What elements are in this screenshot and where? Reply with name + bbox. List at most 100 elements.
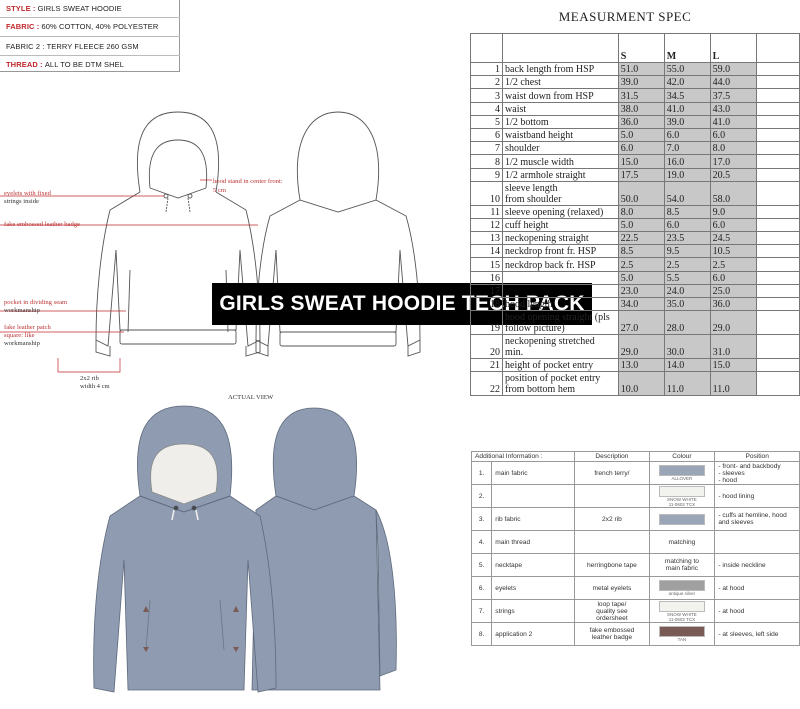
colour-label: matching	[668, 538, 696, 546]
additional-row-number: 8.	[470, 622, 493, 646]
spec-value-s: 15.0	[617, 154, 665, 169]
additional-row-number: 2.	[470, 484, 493, 508]
additional-row-colour: antique silver	[648, 576, 716, 600]
additional-row-description: herringbone tape	[574, 553, 650, 577]
additional-header-colour: Colour	[648, 451, 716, 462]
spec-value-s: 23.0	[617, 283, 665, 299]
colour-swatch	[658, 513, 705, 525]
fabric-row: FABRIC : 60% COTTON, 40% POLYESTER	[6, 22, 159, 31]
spec-value-l: 15.0	[709, 358, 757, 373]
pocket-callout-sub: workmanship	[4, 307, 40, 314]
style-info-box: STYLE : GIRLS SWEAT HOODIE FABRIC : 60% …	[0, 0, 180, 72]
spec-value-l: 20.5	[709, 167, 757, 182]
eyelets-callout: eyelets with fixed	[4, 190, 51, 197]
spec-row-description: neckdrop back fr. HSP	[502, 257, 619, 272]
hoodie-back-view	[251, 407, 397, 691]
additional-row-position: - front- and backbody - sleeves - hood	[714, 461, 800, 485]
spec-row-number: 4	[469, 101, 504, 116]
spec-row-number: 9	[469, 167, 504, 182]
spec-value-l: 41.0	[709, 114, 757, 129]
spec-value-m: 6.0	[663, 127, 711, 143]
additional-row-item: main fabric	[491, 461, 576, 485]
spec-value-s: 34.0	[617, 296, 665, 312]
size-header-s: S	[617, 33, 665, 63]
additional-row-position: - cuffs at hemline, hood and sleeves	[714, 507, 800, 531]
spec-value-s: 50.0	[617, 180, 665, 206]
additional-row-colour	[648, 507, 716, 531]
spec-row-number: 2	[469, 75, 504, 90]
spec-value-m: 42.0	[663, 75, 711, 90]
colour-swatch	[658, 600, 705, 612]
spec-row-number: 20	[469, 334, 504, 360]
pocket-callout: pocket in dividing seam	[4, 299, 68, 306]
spec-value-l: 37.5	[709, 88, 757, 103]
spec-extra-col	[755, 180, 800, 206]
spec-value-l: 6.0	[709, 217, 757, 233]
additional-row-number: 4.	[470, 530, 493, 554]
technical-sketch	[0, 111, 421, 373]
spec-row-number: 14	[469, 244, 504, 259]
spec-extra-col	[755, 257, 800, 272]
spec-value-s: 10.0	[617, 371, 665, 397]
spec-extra-col	[755, 127, 800, 143]
spec-value-m: 11.0	[663, 371, 711, 397]
spec-row-description: waist down from HSP	[502, 88, 619, 103]
spec-value-l: 10.5	[709, 244, 757, 259]
spec-value-s: 13.0	[617, 358, 665, 373]
spec-value-m: 19.0	[663, 167, 711, 182]
additional-row: 2.SNOW WHITE 11-0602 TCX- hood lining	[470, 484, 800, 508]
spec-header-blank	[755, 33, 800, 63]
spec-row-number: 8	[469, 154, 504, 169]
spec-row-description: hood length	[502, 296, 619, 312]
spec-row-number: 6	[469, 127, 504, 143]
colour-label: matching to main fabric	[664, 558, 699, 572]
additional-row-number: 7.	[470, 599, 493, 623]
spec-extra-col	[755, 167, 800, 182]
spec-extra-col	[755, 141, 800, 156]
spec-extra-col	[755, 101, 800, 116]
spec-value-s: 29.0	[617, 334, 665, 360]
spec-extra-col	[755, 358, 800, 373]
spec-value-l: 59.0	[709, 61, 757, 77]
spec-value-l: 6.0	[709, 127, 757, 143]
spec-row-number: 16	[469, 270, 504, 285]
size-header-m: M	[663, 33, 711, 63]
spec-value-s: 22.5	[617, 231, 665, 246]
additional-row-item: rib fabric	[491, 507, 576, 531]
callout-leaders	[0, 179, 258, 373]
additional-row-colour: SNOW WHITE 11-0602 TCX	[648, 484, 716, 508]
additional-row-item: eyelets	[491, 576, 576, 600]
spec-value-m: 39.0	[663, 114, 711, 129]
spec-value-l: 8.0	[709, 141, 757, 156]
spec-row-number: 13	[469, 231, 504, 246]
additional-row-position: - at hood	[714, 576, 800, 600]
spec-row-description: height of pocket entry	[502, 358, 619, 373]
hood-stand-callout: hood stand in center front:	[213, 178, 283, 185]
colour-label: antique silver	[668, 591, 696, 596]
spec-row-description: shoulder	[502, 141, 619, 156]
eyelets-callout-sub: strings inside	[4, 198, 39, 205]
spec-value-l: 31.0	[709, 334, 757, 360]
spec-extra-col	[755, 231, 800, 246]
spec-value-l: 58.0	[709, 180, 757, 206]
spec-extra-col	[755, 270, 800, 285]
colour-label: ALLOVER	[671, 476, 693, 481]
additional-row-colour: matching	[648, 530, 716, 554]
actual-view-illustration	[93, 405, 397, 693]
hood-stand-value: 5 cm	[213, 187, 227, 194]
spec-extra-col	[755, 371, 800, 397]
additional-row-number: 5.	[470, 553, 493, 577]
spec-value-m: 6.0	[663, 217, 711, 233]
